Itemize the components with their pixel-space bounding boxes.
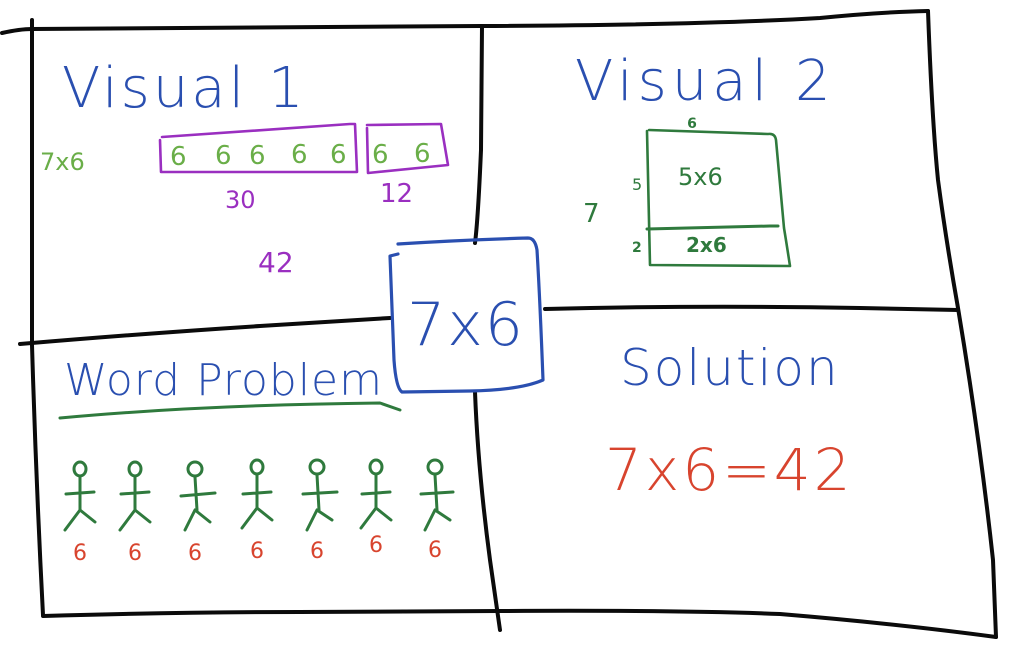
stick-figures-row: 6 6 6 6 xyxy=(63,458,455,566)
group1-item: 6 xyxy=(330,140,347,170)
word-problem-title: Word Problem xyxy=(64,355,383,406)
visual2-title: Visual 2 xyxy=(575,49,836,114)
word-problem-underline xyxy=(58,401,402,420)
figure-label: 6 xyxy=(310,539,324,564)
group1-item: 6 xyxy=(291,140,308,170)
figure-label: 6 xyxy=(250,539,264,564)
figure-label: 6 xyxy=(428,538,442,563)
solution-equation: 7x6=42 xyxy=(605,436,854,504)
stick-figure: 6 xyxy=(240,458,274,564)
person-icon xyxy=(419,458,455,532)
visual2-top-expression: 5x6 xyxy=(678,163,723,191)
visual2-top-label: 5 xyxy=(632,175,642,194)
visual1-group1-box xyxy=(158,122,359,174)
visual1-expression: 7x6 xyxy=(40,148,85,176)
visual1-group2-items: 6 6 xyxy=(372,139,431,170)
person-icon xyxy=(240,458,274,530)
stick-figure: 6 xyxy=(118,460,152,566)
frame-middle-horizontal-right xyxy=(543,304,960,312)
person-icon xyxy=(179,460,217,532)
frame-top-line xyxy=(0,9,930,35)
person-icon xyxy=(63,460,97,532)
stick-figure: 6 xyxy=(419,458,455,563)
visual1-group1-items: 6 6 6 6 6 xyxy=(170,140,347,172)
frame-right-line xyxy=(926,9,998,639)
solution-quadrant: Solution 7x6=42 xyxy=(605,339,854,504)
frame-left-line xyxy=(30,18,45,617)
center-problem-box: 7x6 xyxy=(388,236,545,394)
stick-figure: 6 xyxy=(179,460,217,566)
visual1-quadrant: Visual 1 7x6 6 6 6 6 6 30 6 6 12 42 xyxy=(40,56,450,279)
person-icon xyxy=(301,458,339,532)
stick-figure: 6 xyxy=(301,458,339,564)
visual1-title: Visual 1 xyxy=(62,56,307,121)
visual1-total: 42 xyxy=(258,246,294,279)
stick-figure: 6 xyxy=(63,460,97,566)
group1-item: 6 xyxy=(215,141,232,171)
figure-label: 6 xyxy=(128,541,142,566)
frame-middle-horizontal-left xyxy=(18,316,392,346)
group2-item: 6 xyxy=(414,139,431,169)
figure-label: 6 xyxy=(369,533,383,558)
visual1-group2-box xyxy=(365,122,450,175)
visual1-group1-sum: 30 xyxy=(225,186,256,214)
solution-title: Solution xyxy=(620,339,840,397)
visual2-quadrant: Visual 2 6 7 5 2 5x6 2x6 xyxy=(575,49,836,268)
visual2-area-model xyxy=(645,128,792,268)
group1-item: 6 xyxy=(170,142,187,172)
visual2-area-divider xyxy=(645,224,780,231)
center-problem-text: 7x6 xyxy=(407,290,525,360)
visual2-height-label: 7 xyxy=(583,199,600,229)
visual2-width-label: 6 xyxy=(687,116,697,132)
frame-center-vertical xyxy=(473,24,502,632)
group2-item: 6 xyxy=(372,140,389,170)
group1-item: 6 xyxy=(249,141,266,171)
word-problem-quadrant: Word Problem 6 6 xyxy=(58,355,455,566)
visual1-group2-sum: 12 xyxy=(380,179,413,209)
frame-bottom-line xyxy=(41,608,998,639)
visual2-bottom-expression: 2x6 xyxy=(686,233,727,257)
stick-figure: 6 xyxy=(359,458,393,558)
figure-label: 6 xyxy=(188,541,202,566)
visual2-bottom-label: 2 xyxy=(632,240,642,256)
person-icon xyxy=(118,460,152,532)
person-icon xyxy=(359,458,393,530)
quadrant-frame xyxy=(0,9,998,639)
figure-label: 6 xyxy=(73,541,87,566)
